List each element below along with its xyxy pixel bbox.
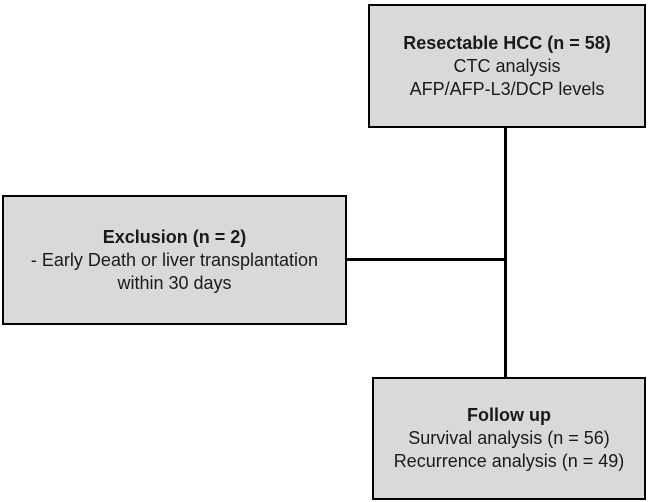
follow-up-title: Follow up	[467, 405, 551, 425]
resectable-hcc-title: Resectable HCC (n = 58)	[403, 32, 611, 53]
resectable-hcc-line-ctc: CTC analysis	[453, 55, 561, 76]
follow-up-line-recurrence: Recurrence analysis (n = 49)	[393, 451, 625, 471]
resectable-hcc-line-afp: AFP/AFP-L3/DCP levels	[409, 78, 605, 99]
follow-up-line-survival: Survival analysis (n = 56)	[408, 428, 610, 448]
node-exclusion: Exclusion (n = 2) - Early Death or liver…	[2, 195, 347, 325]
node-resectable-hcc: Resectable HCC (n = 58) CTC analysis AFP…	[368, 4, 646, 128]
connector-vertical-line	[504, 126, 507, 377]
exclusion-line-reason: - Early Death or liver transplantation	[30, 249, 319, 270]
node-follow-up: Follow up Survival analysis (n = 56) Rec…	[372, 377, 646, 500]
exclusion-line-timeframe: within 30 days	[117, 272, 232, 293]
exclusion-title: Exclusion (n = 2)	[102, 226, 247, 247]
connector-horizontal-line	[346, 258, 507, 261]
